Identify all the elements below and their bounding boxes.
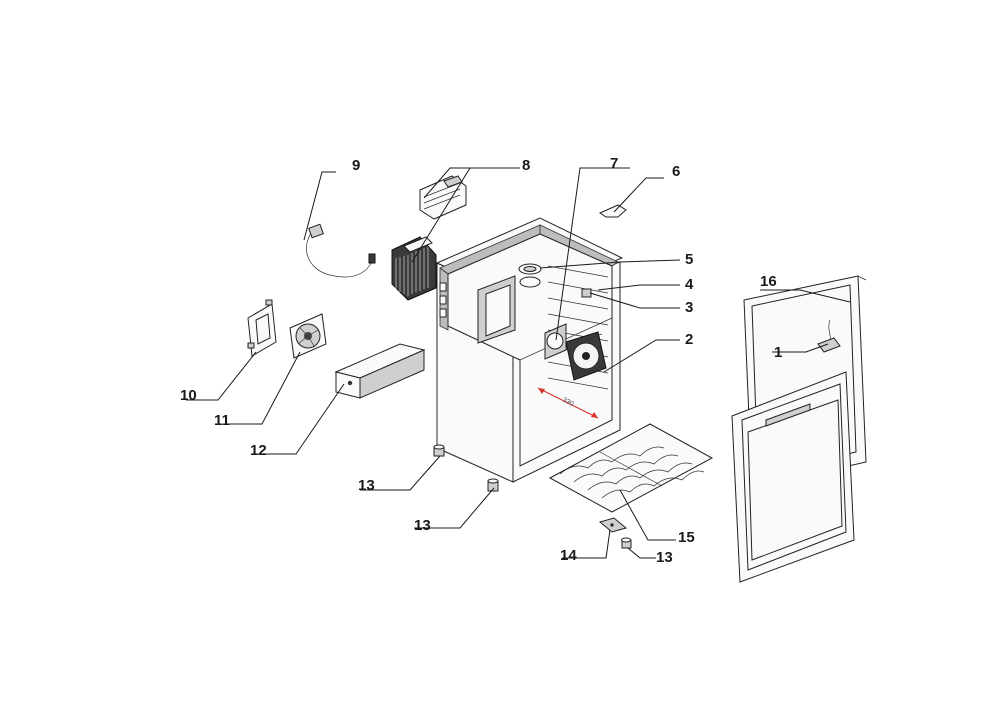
leader-lines <box>186 167 851 559</box>
hinge-bracket-part-6 <box>598 204 627 218</box>
width-dimension: 330 <box>537 387 599 419</box>
fan-part-11 <box>289 313 327 359</box>
callout-10: 10 <box>180 387 197 404</box>
callout-4: 4 <box>685 276 694 293</box>
wire-harness-part-9 <box>306 223 376 278</box>
hinge-part-14 <box>598 517 628 533</box>
drip-tray-part-12 <box>334 343 426 399</box>
callout-7: 7 <box>610 155 618 172</box>
callout-13-b: 13 <box>414 517 431 534</box>
callout-2: 2 <box>685 331 693 348</box>
door-cable-part-1 <box>817 319 841 353</box>
gasket-ring-part-5 <box>518 263 542 288</box>
callout-16: 16 <box>760 273 777 290</box>
callout-labels: 1 2 3 4 5 6 7 8 9 10 11 12 13 13 13 14 1… <box>180 155 782 566</box>
internal-fan-assembly <box>544 323 607 381</box>
callout-12: 12 <box>250 442 267 459</box>
callout-5: 5 <box>685 251 693 268</box>
callout-13-c: 13 <box>656 549 673 566</box>
foot-part-13b <box>487 478 499 492</box>
callout-8: 8 <box>522 157 530 174</box>
callout-9: 9 <box>352 157 360 174</box>
fan-bracket-part-10 <box>247 299 277 357</box>
dimension-label: 330 <box>561 397 575 409</box>
callout-6: 6 <box>672 163 680 180</box>
callout-3: 3 <box>685 299 693 316</box>
wine-shelf-part-15 <box>548 423 714 513</box>
cabinet-body <box>435 217 624 483</box>
callout-15: 15 <box>678 529 695 546</box>
thermoelectric-module-part-8 <box>391 175 467 301</box>
foot-part-13a <box>433 444 445 457</box>
callout-11: 11 <box>214 412 230 429</box>
callout-13-a: 13 <box>358 477 375 494</box>
foot-part-13c <box>621 537 632 549</box>
sensor-part-3 <box>581 288 592 298</box>
front-door <box>731 371 855 583</box>
callout-14: 14 <box>560 547 577 564</box>
callout-1: 1 <box>774 344 782 361</box>
